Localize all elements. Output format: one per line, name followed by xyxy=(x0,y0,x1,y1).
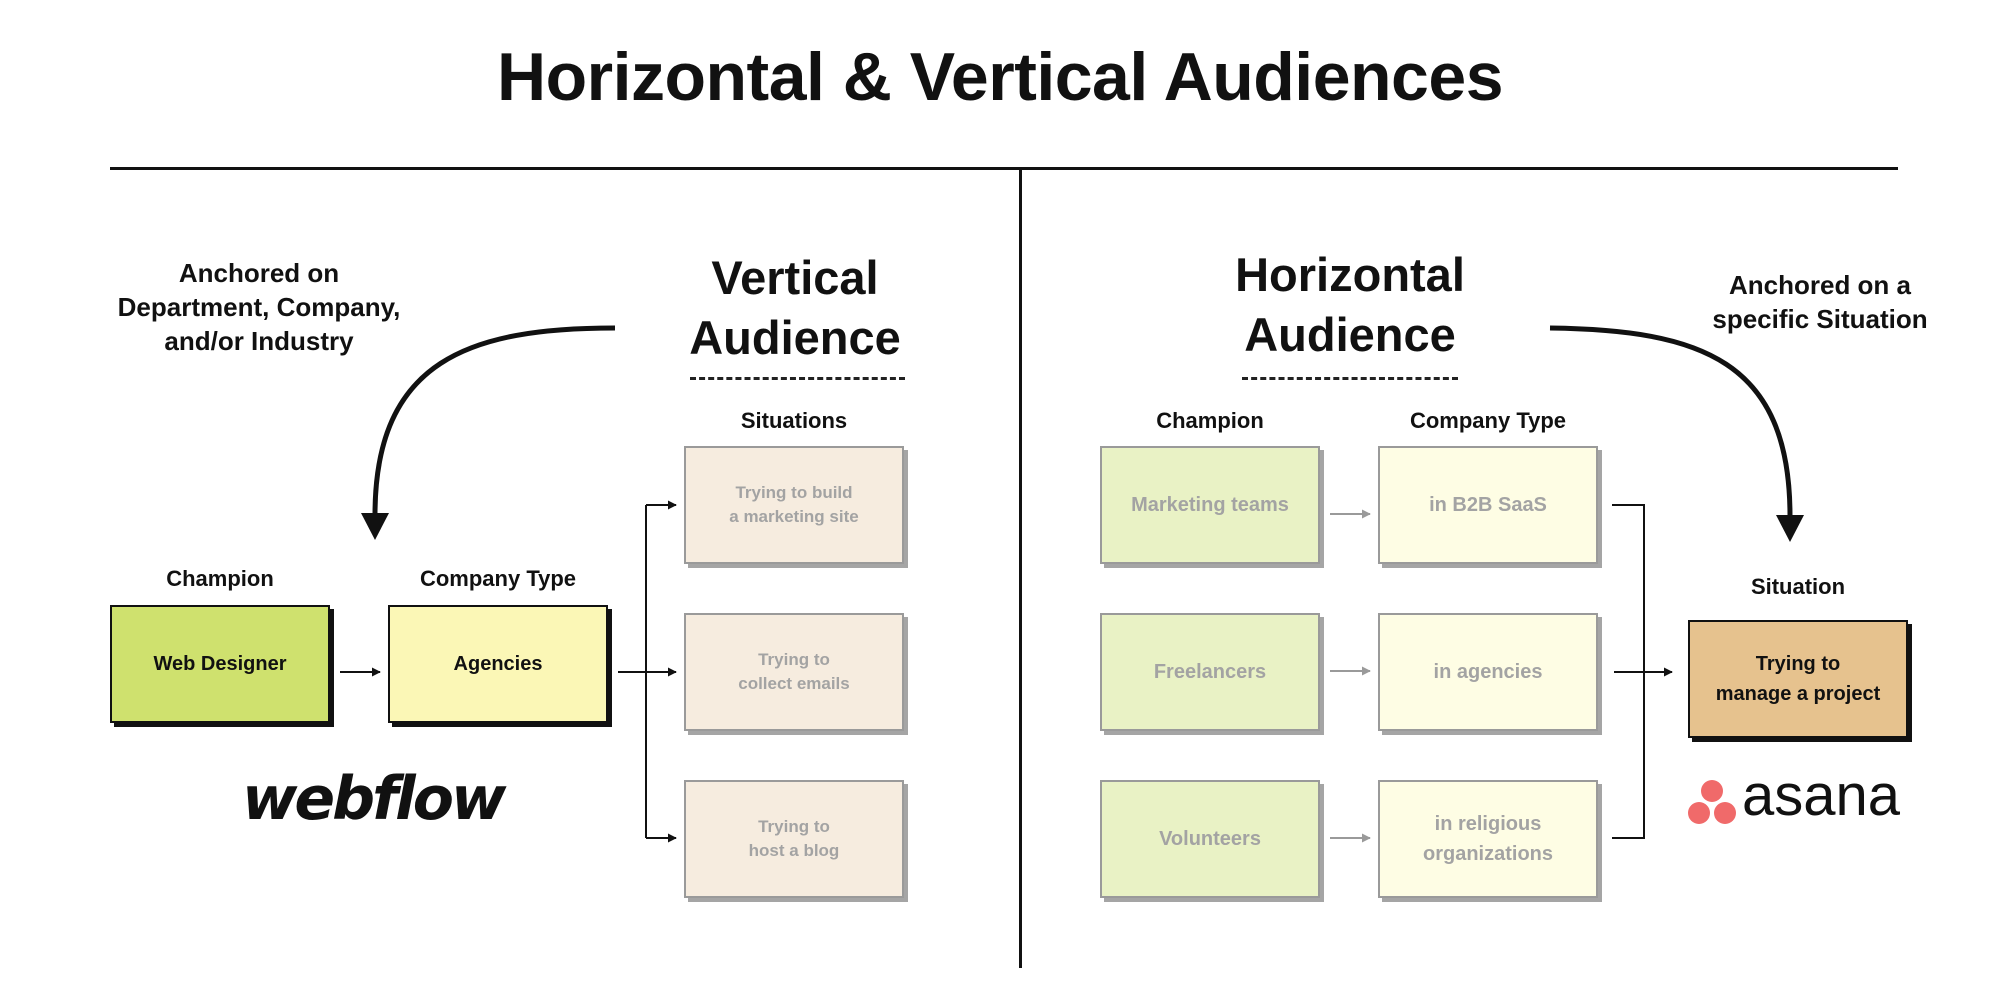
company-type-box: in religious organizations xyxy=(1378,780,1598,898)
horizontal-heading-underline xyxy=(1242,377,1458,380)
box-label: in religious xyxy=(1434,813,1542,835)
horizontal-anchor-note: Anchored on a specific Situation xyxy=(1690,268,1950,336)
box-label: Trying to xyxy=(1755,653,1841,675)
company-type-box-agencies: Agencies xyxy=(388,605,608,723)
horizontal-note-line: Anchored on a xyxy=(1728,270,1911,300)
heading-line: Vertical xyxy=(711,251,879,304)
company-type-box: in agencies xyxy=(1378,613,1598,731)
vertical-divider xyxy=(1019,168,1022,968)
box-label: a marketing site xyxy=(729,507,859,526)
vertical-heading-underline xyxy=(690,377,905,380)
company-type-box: in B2B SaaS xyxy=(1378,446,1598,564)
box-label: Web Designer xyxy=(153,653,287,675)
heading-line: Audience xyxy=(689,311,901,364)
vertical-anchor-note: Anchored on Department, Company, and/or … xyxy=(100,256,418,358)
box-label: Trying to build xyxy=(735,483,853,502)
vertical-company-type-label: Company Type xyxy=(419,566,577,591)
box-label: manage a project xyxy=(1715,683,1881,705)
champion-box: Freelancers xyxy=(1100,613,1320,731)
situation-box: Trying to host a blog xyxy=(684,780,904,898)
situation-box: Trying to collect emails xyxy=(684,613,904,731)
vertical-note-line: Department, Company, xyxy=(117,292,401,322)
vertical-champion-label: Champion xyxy=(166,566,274,591)
asana-dot xyxy=(1701,780,1723,802)
asana-dots-icon xyxy=(1688,780,1736,824)
box-label: Agencies xyxy=(453,653,543,675)
box-label: in agencies xyxy=(1433,661,1543,683)
asana-dot xyxy=(1688,802,1710,824)
horizontal-note-line: specific Situation xyxy=(1712,304,1928,334)
horizontal-curve-arrow xyxy=(1549,325,1793,517)
horizontal-company-type-label: Company Type xyxy=(1409,408,1567,433)
champion-box: Volunteers xyxy=(1100,780,1320,898)
webflow-logo: webflow xyxy=(242,764,506,834)
situation-box: Trying to build a marketing site xyxy=(684,446,904,564)
asana-dot xyxy=(1714,802,1736,824)
champion-box: Marketing teams xyxy=(1100,446,1320,564)
vertical-audience-heading: Vertical Audience xyxy=(660,248,930,368)
horizontal-curve-arrowhead xyxy=(1776,515,1804,542)
vertical-situations-label: Situations xyxy=(740,408,848,433)
heading-line: Horizontal xyxy=(1235,248,1465,301)
page-title: Horizontal & Vertical Audiences xyxy=(496,39,1504,115)
horizontal-situation-label: Situation xyxy=(1750,574,1846,599)
horizontal-audience-heading: Horizontal Audience xyxy=(1205,245,1495,365)
box-label: Trying to xyxy=(758,817,830,836)
asana-logo: asana xyxy=(1742,763,1901,828)
box-label: Freelancers xyxy=(1153,661,1267,683)
horizontal-divider xyxy=(110,167,1898,170)
champion-box-web-designer: Web Designer xyxy=(110,605,330,723)
vertical-note-line: and/or Industry xyxy=(164,326,354,356)
vertical-note-line: Anchored on xyxy=(178,258,340,288)
situation-box-manage-project: Trying to manage a project xyxy=(1688,620,1908,738)
vertical-curve-arrowhead xyxy=(361,513,389,540)
box-label: Marketing teams xyxy=(1131,494,1289,516)
box-label: Trying to xyxy=(758,650,830,669)
vertical-curve-arrow xyxy=(372,325,616,516)
heading-line: Audience xyxy=(1244,308,1456,361)
box-label: collect emails xyxy=(738,674,850,693)
box-label: host a blog xyxy=(748,841,840,860)
horizontal-champion-label: Champion xyxy=(1156,408,1264,433)
box-label: in B2B SaaS xyxy=(1429,494,1547,516)
box-label: Volunteers xyxy=(1159,828,1261,850)
box-label: organizations xyxy=(1422,843,1553,865)
